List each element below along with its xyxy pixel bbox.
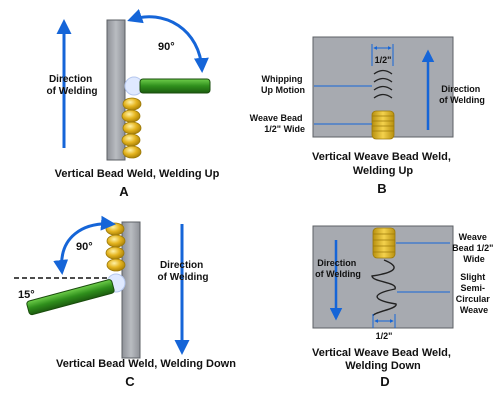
angle-label: 90° [158,41,175,53]
panel-letter: B [377,181,386,196]
caption: Vertical Weave Bead Weld, Welding Down [312,347,454,372]
width-label: 1/2" [375,55,392,65]
weld-bead [121,97,142,159]
caption: Vertical Bead Weld, Welding Up [55,168,220,180]
direction-label: Direction of Welding [439,84,485,105]
weave-bead-label: Weave Bead 1/2" Wide [452,232,496,264]
width-label: 1/2" [376,331,393,341]
angle-arrow [53,215,116,275]
panel-a: Direction of Welding 90° Vertical Bead W… [47,9,220,199]
caption: Vertical Bead Weld, Welding Down [56,358,236,370]
angle-side-label: 15° [18,289,35,301]
panel-b: 1/2" Whipping Up Motion Weave Bead 1/2" … [250,36,485,196]
panel-letter: A [119,184,129,199]
direction-label: Direction of Welding [315,258,361,279]
weave-bead [371,110,395,140]
weave-bead-label: Weave Bead 1/2" Wide [250,113,305,134]
electrode [26,279,115,316]
direction-label: Direction of Welding [158,260,209,283]
angle-arrow [127,9,209,73]
weave-bead [372,227,396,259]
semicircular-label: Slight Semi- Circular Weave [456,272,493,315]
panel-letter: C [125,374,135,389]
panel-letter: D [380,374,389,389]
panel-c: 90° 15° Direction of Welding Vertical Be… [14,215,236,389]
panel-d: Direction of Welding 1/2" Weave Bead 1/2… [312,225,496,389]
direction-label: Direction of Welding [47,74,98,97]
angle-top-label: 90° [76,241,93,253]
whipping-label: Whipping Up Motion [261,74,305,95]
whipping-motion [373,69,393,99]
weave-path [371,259,397,317]
vertical-plate [106,19,126,161]
caption: Vertical Weave Bead Weld, Welding Up [312,151,454,177]
electrode [139,78,211,94]
